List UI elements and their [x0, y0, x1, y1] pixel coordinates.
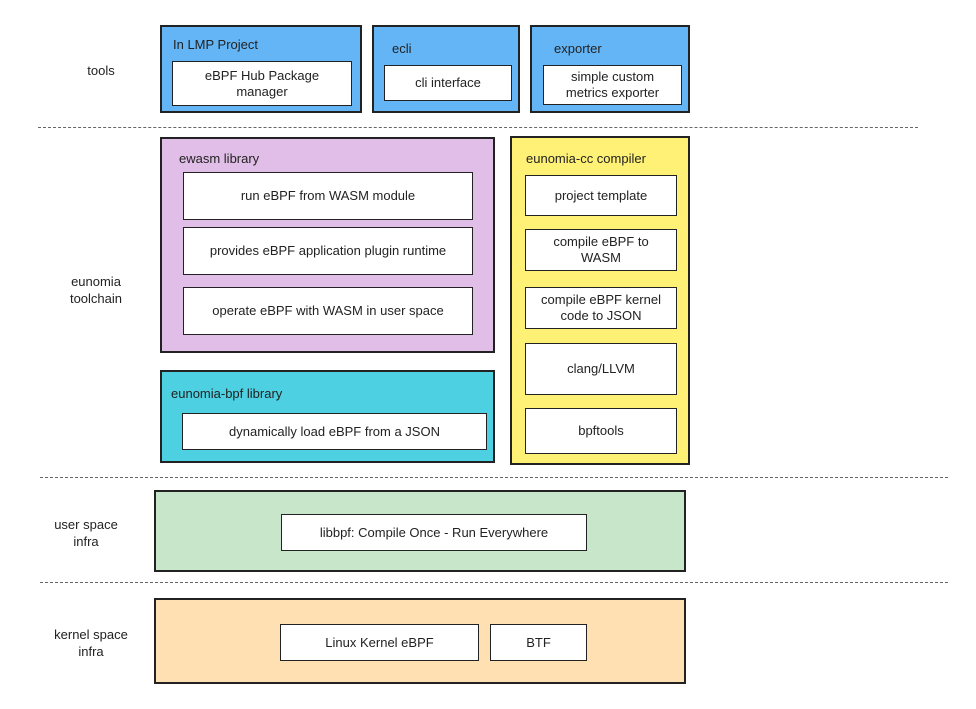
layer-label-tools: tools — [87, 63, 115, 78]
btf-box: BTF — [490, 624, 587, 661]
ewasm-library-group: ewasm library run eBPF from WASM module … — [160, 137, 495, 353]
separator-line — [40, 582, 948, 583]
lmp-project-group: In LMP Project eBPF Hub Package manager — [160, 25, 362, 113]
ecli-group: ecli cli interface — [372, 25, 520, 113]
group-title: eunomia-bpf library — [171, 386, 283, 401]
group-title: In LMP Project — [173, 37, 259, 52]
group-title: exporter — [554, 41, 602, 56]
ebpf-hub-box: eBPF Hub Package manager — [172, 61, 352, 106]
ewasm-item: run eBPF from WASM module — [183, 172, 473, 220]
separator-line — [40, 477, 948, 478]
group-title: eunomia-cc compiler — [526, 151, 646, 166]
kernel-space-infra-group: Linux Kernel eBPF BTF — [154, 598, 686, 684]
exporter-group: exporter simple custom metrics exporter — [530, 25, 690, 113]
linux-kernel-ebpf-box: Linux Kernel eBPF — [280, 624, 479, 661]
layer-label-user-space: user space infra — [54, 517, 118, 549]
user-space-infra-group: libbpf: Compile Once - Run Everywhere — [154, 490, 686, 572]
layer-label-kernel-space: kernel space infra — [54, 627, 128, 659]
layer-label-toolchain: eunomia toolchain — [69, 274, 123, 306]
json-loader-box: dynamically load eBPF from a JSON — [182, 413, 487, 450]
group-title: ecli — [392, 41, 412, 56]
compiler-item: bpftools — [525, 408, 677, 454]
group-title: ewasm library — [179, 151, 260, 166]
compiler-item: clang/LLVM — [525, 343, 677, 395]
separator-line — [38, 127, 918, 128]
eunomia-cc-compiler-group: eunomia-cc compiler project template com… — [510, 136, 690, 465]
ewasm-item: operate eBPF with WASM in user space — [183, 287, 473, 335]
cli-interface-box: cli interface — [384, 65, 512, 101]
ewasm-item: provides eBPF application plugin runtime — [183, 227, 473, 275]
compiler-item: compile eBPF to WASM — [525, 229, 677, 271]
libbpf-box: libbpf: Compile Once - Run Everywhere — [281, 514, 587, 551]
eunomia-bpf-library-group: eunomia-bpf library dynamically load eBP… — [160, 370, 495, 463]
compiler-item: compile eBPF kernel code to JSON — [525, 287, 677, 329]
compiler-item: project template — [525, 175, 677, 216]
metrics-exporter-box: simple custom metrics exporter — [543, 65, 682, 105]
